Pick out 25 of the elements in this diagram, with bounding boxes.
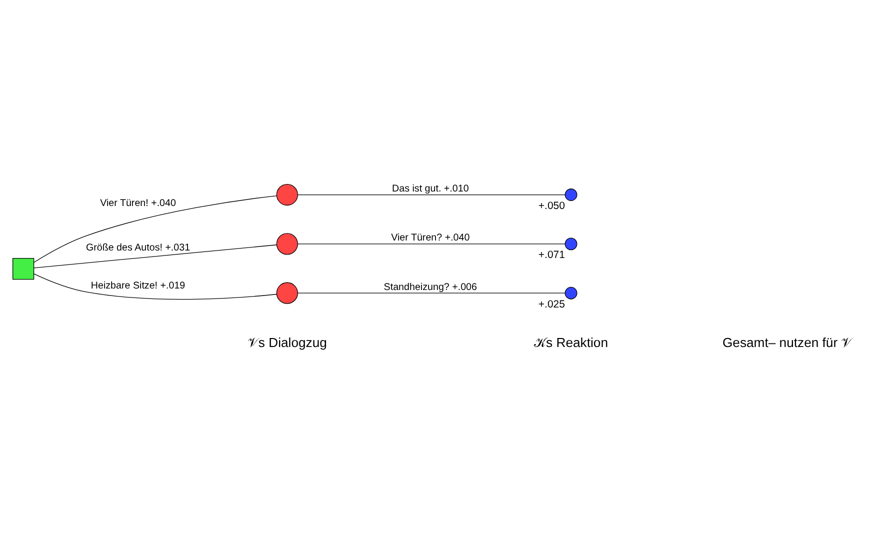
node-circle	[276, 282, 298, 304]
node-label: +.071	[538, 250, 565, 261]
connector	[34, 272, 277, 300]
label: 𝒦s Reaktion	[534, 334, 608, 350]
edge-label: Standheizung? +.006	[384, 281, 478, 292]
label: 𝒱s Dialogzug	[247, 334, 327, 350]
node-circle	[564, 188, 578, 200]
node-circle	[276, 183, 298, 206]
node-label: +.025	[538, 298, 565, 310]
connector	[297, 292, 566, 293]
node-label: +.050	[538, 200, 565, 212]
edge-label: Vier Türen? +.040	[391, 232, 470, 244]
edge-label: Größe des Autos! +.031	[86, 242, 190, 253]
connector	[297, 194, 566, 195]
edge-label: Das ist gut. +.010	[392, 182, 469, 194]
connector	[297, 243, 566, 244]
node-box	[12, 258, 34, 280]
node-circle	[564, 286, 578, 299]
edge-label: Heizbare Sitze! +.019	[90, 280, 186, 292]
edge-label: Vier Türen! +.040	[100, 197, 176, 208]
connector	[33, 194, 277, 262]
connector	[34, 244, 277, 268]
label: Gesamt– nutzen für 𝒱	[722, 334, 852, 350]
node-circle	[276, 232, 298, 254]
node-circle	[564, 237, 578, 250]
